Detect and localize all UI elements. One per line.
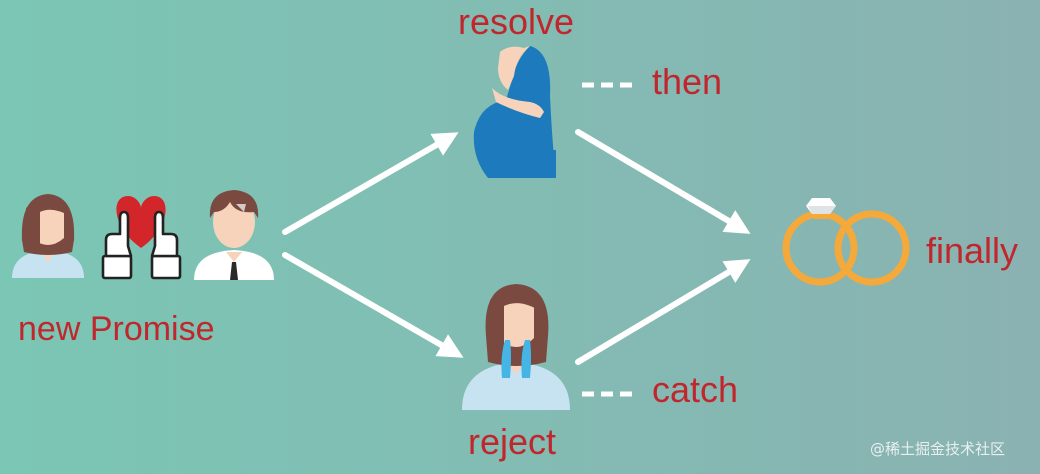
arrow-to-reject: [282, 252, 464, 358]
watermark: @稀土掘金技术社区: [870, 438, 1005, 459]
pregnant-woman-icon: [473, 46, 556, 178]
resolve-label: resolve: [458, 1, 575, 42]
reject-label: reject: [468, 421, 557, 462]
arrow-resolve-to-finally: [575, 129, 751, 234]
wedding-rings-icon: [782, 198, 910, 286]
finally-label: finally: [926, 230, 1019, 271]
arrow-reject-to-finally: [575, 259, 751, 365]
then-label: then: [652, 61, 723, 102]
arrow-to-resolve: [282, 132, 459, 235]
watermark-text: @稀土掘金技术社区: [870, 440, 1006, 458]
heart-hands-icon: [101, 196, 182, 280]
new-promise-label: new Promise: [18, 310, 215, 348]
man-avatar-icon: [194, 190, 274, 280]
crying-woman-icon: [462, 284, 570, 410]
catch-label: catch: [652, 369, 739, 410]
woman-avatar-icon: [12, 194, 84, 278]
